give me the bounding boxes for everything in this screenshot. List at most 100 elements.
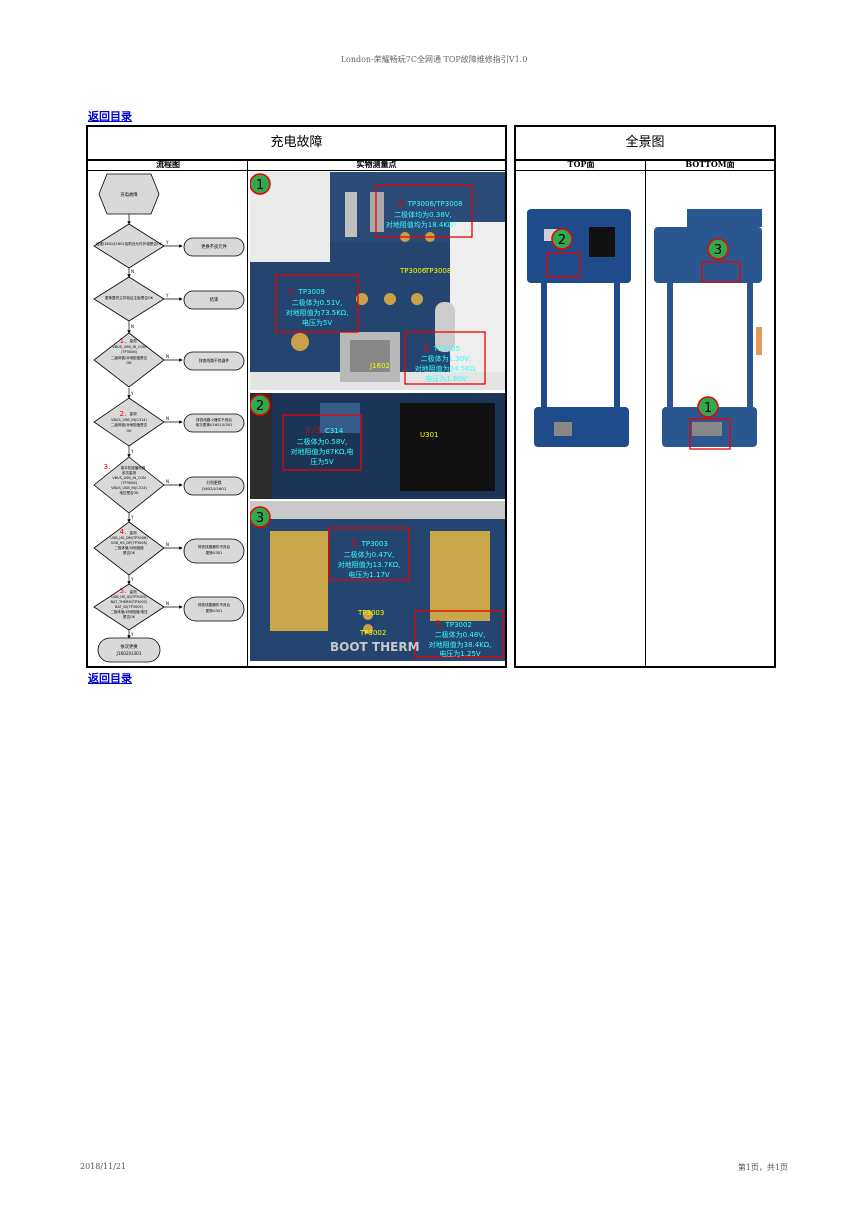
svg-text:量测: 量测: [130, 530, 137, 535]
tp3008-label: TP3008: [424, 267, 451, 275]
svg-text:VBUS_USB_IN_CON: VBUS_USB_IN_CON: [112, 345, 146, 349]
flow-end-node: [97, 637, 161, 663]
overview-column-divider: [645, 159, 646, 666]
svg-text:N: N: [166, 354, 169, 359]
flow-decision-2: [93, 276, 165, 322]
svg-text:依次量测: 依次量测: [122, 470, 136, 475]
flow-decision-4: [93, 397, 165, 447]
top-side-board-image: 2: [527, 209, 631, 447]
svg-text:3: 3: [256, 511, 264, 526]
svg-text:二极体为0.51V,: 二极体为0.51V,: [292, 298, 343, 307]
svg-text:4.: 4.: [120, 528, 127, 536]
svg-text:更换整完主件验证主板是否OK: 更换整完主件验证主板是否OK: [105, 295, 154, 300]
svg-text:TP3003: TP3003: [357, 609, 384, 617]
measure-photo-2: 2 2./3.C314 二极体为0.58V, 对地阻值为87KΩ,电 压为5V …: [250, 393, 505, 499]
svg-text:二级体值/对地阻值是否: 二级体值/对地阻值是否: [111, 422, 148, 427]
table-title: 充电故障: [88, 127, 505, 161]
svg-text:电压为1.17V: 电压为1.17V: [348, 570, 390, 579]
svg-text:Y: Y: [165, 293, 169, 298]
svg-text:1.TP3009: 1.TP3009: [288, 287, 325, 297]
bottom-side-board-image: 3 1: [654, 209, 762, 450]
col-header-bottom-side: BOTTOM面: [646, 159, 774, 171]
svg-text:二极体为0.48V,: 二极体为0.48V,: [435, 630, 486, 639]
svg-text:对地阻值均为18.4KΩ！: 对地阻值均为18.4KΩ！: [386, 220, 461, 229]
svg-text:N: N: [166, 479, 169, 484]
svg-text:量测: 量测: [130, 589, 137, 594]
svg-text:VBUS_USB_IN(C314): VBUS_USB_IN(C314): [111, 418, 147, 422]
flow-decision-5: [93, 456, 165, 514]
svg-text:Y: Y: [165, 240, 169, 245]
back-to-contents-link-bottom[interactable]: 返回目录: [88, 672, 132, 685]
svg-text:对地阻值为34.5KΩ,: 对地阻值为34.5KΩ,: [415, 364, 478, 373]
svg-text:对地阻值为73.5KΩ,: 对地阻值为73.5KΩ,: [286, 308, 349, 317]
svg-text:OK: OK: [126, 361, 132, 365]
svg-text:BAT_ID(TP3003): BAT_ID(TP3003): [115, 605, 144, 609]
svg-text:VBUS_USB_IN_CON: VBUS_USB_IN_CON: [112, 476, 146, 480]
svg-text:Y: Y: [130, 632, 134, 637]
svg-text:5.: 5.: [120, 587, 127, 595]
flow-action-5: [183, 476, 245, 496]
svg-text:5.TP3003: 5.TP3003: [351, 539, 388, 549]
back-to-contents-link-top[interactable]: 返回目录: [88, 110, 132, 123]
svg-text:对地阻值为13.7KΩ,: 对地阻值为13.7KΩ,: [338, 560, 401, 569]
svg-text:Y: Y: [130, 391, 134, 396]
document-header: London-荣耀畅玩7C全网通 TOP故障维修指引V1.0: [340, 55, 528, 64]
svg-text:2.: 2.: [120, 410, 127, 418]
svg-text:结束: 结束: [210, 296, 219, 303]
svg-text:接手机插播电源: 接手机插播电源: [121, 465, 146, 470]
svg-text:排查线路不良器件: 排查线路不良器件: [199, 358, 230, 363]
svg-text:3: 3: [714, 243, 722, 258]
flow-action-4: [183, 413, 245, 433]
svg-text:充电故障: 充电故障: [120, 191, 138, 198]
svg-text:压为5V: 压为5V: [310, 457, 333, 466]
svg-text:二极体均为0.38V,: 二极体均为0.38V,: [394, 210, 452, 219]
overview-title: 全景图: [516, 127, 774, 161]
svg-text:对地阻值为38.4KΩ,: 对地阻值为38.4KΩ,: [429, 640, 492, 649]
svg-text:N: N: [166, 416, 169, 421]
footer-date: 2018/11/21: [80, 1162, 127, 1171]
svg-text:N: N: [166, 601, 169, 606]
measure-photo-1: 1 4.TP3006/TP3008 二极体均为0.38V, 对地阻值均为18.4…: [250, 172, 505, 390]
svg-text:J1602/U301: J1602/U301: [116, 651, 142, 657]
svg-text:USB_HS_DM(TP3006): USB_HS_DM(TP3006): [110, 536, 148, 540]
svg-text:Y: Y: [130, 577, 134, 582]
col-header-flowchart: 流程图: [88, 159, 248, 171]
flow-action-6: [183, 538, 245, 564]
svg-text:是否OK: 是否OK: [123, 550, 136, 555]
svg-text:电压为1.80V: 电压为1.80V: [425, 374, 467, 383]
svg-text:J1602/U1601: J1602/U1601: [201, 486, 227, 491]
svg-text:排查线路器件不良后: 排查线路器件不良后: [198, 602, 231, 607]
svg-text:OK: OK: [126, 429, 132, 433]
col-header-measure-points: 实物测量点: [248, 159, 505, 171]
svg-text:对地阻值为87KΩ,电: 对地阻值为87KΩ,电: [290, 447, 353, 456]
tp3006-label: TP3006: [399, 267, 427, 275]
svg-text:排查线路小器件不良后: 排查线路小器件不良后: [196, 417, 232, 422]
svg-text:二极体值/对地阻值: 二极体值/对地阻值: [114, 545, 144, 550]
svg-text:2./3.C314: 2./3.C314: [305, 426, 344, 435]
svg-text:BOOT THERM: BOOT THERM: [330, 640, 420, 654]
svg-text:N: N: [131, 324, 134, 329]
flow-action-7: [183, 596, 245, 622]
svg-text:J1602: J1602: [369, 362, 390, 370]
tp3006-tp3008-title: 4.TP3006/TP3008: [397, 199, 463, 209]
svg-text:电压为5V: 电压为5V: [302, 318, 332, 327]
flow-decision-6: [93, 521, 165, 576]
svg-text:VBUS_USB_IN(C314): VBUS_USB_IN(C314): [111, 486, 147, 490]
svg-text:2: 2: [558, 233, 566, 248]
flow-action-3: [183, 351, 245, 371]
flow-action-1: [183, 237, 245, 257]
svg-text:依次更换U1601/U301: 依次更换U1601/U301: [196, 422, 233, 427]
svg-text:USB_HS_ID(TP3005): USB_HS_ID(TP3005): [111, 595, 147, 599]
svg-text:TP3002: TP3002: [359, 629, 386, 637]
flow-decision-1: [93, 223, 165, 269]
svg-text:USB_HS_DP(TP3008): USB_HS_DP(TP3008): [111, 541, 148, 545]
svg-text:1: 1: [256, 178, 264, 193]
svg-text:3.: 3.: [104, 463, 111, 471]
charging-fault-table: 充电故障 流程图 实物测量点: [86, 125, 507, 668]
svg-text:2: 2: [256, 399, 264, 414]
footer-page-number: 第1页，共1页: [737, 1163, 788, 1172]
overview-table: 全景图 TOP面 BOTTOM面 2 3 1: [514, 125, 776, 668]
flow-action-2: [183, 290, 245, 310]
svg-text:5.TP3005: 5.TP3005: [423, 344, 460, 354]
svg-text:电压为1.25V: 电压为1.25V: [439, 649, 481, 658]
